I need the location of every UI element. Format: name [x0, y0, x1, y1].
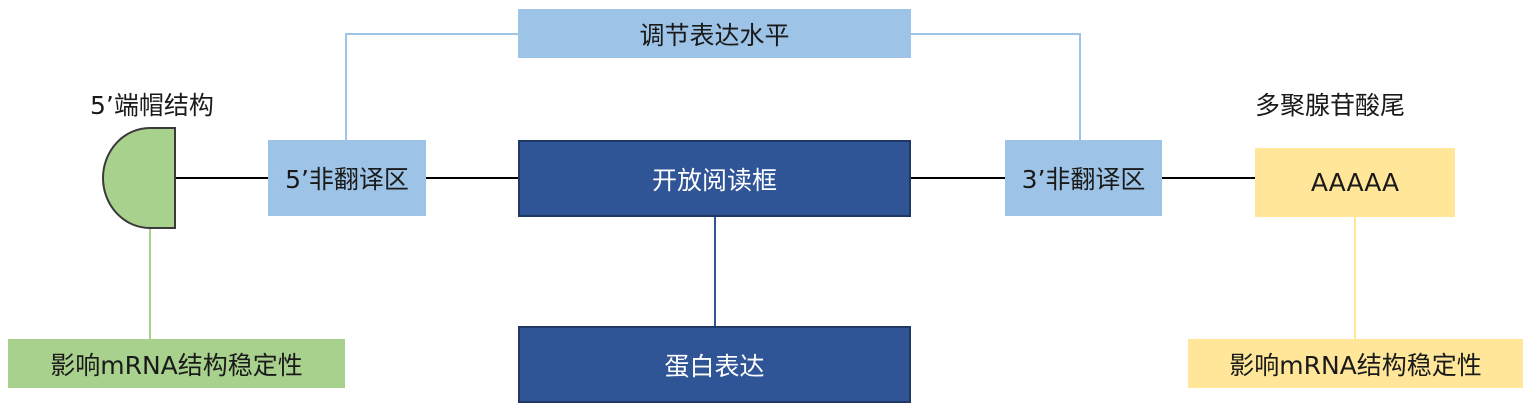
utr5-label: 5’非翻译区 [285, 165, 409, 194]
cap-shape [102, 127, 176, 229]
cap-label: 5’端帽结构 [90, 91, 214, 120]
regulation-box: 调节表达水平 [518, 9, 911, 58]
polya-box: AAAAA [1255, 148, 1455, 217]
regulation-label: 调节表达水平 [639, 20, 790, 50]
polya-label: 多聚腺苷酸尾 [1255, 91, 1406, 120]
protein-label: 蛋白表达 [664, 351, 765, 381]
utr3-label: 3’非翻译区 [1021, 165, 1146, 194]
regulation-connector [345, 33, 518, 140]
stability-box-left: 影响mRNA结构稳定性 [8, 339, 345, 388]
protein-box: 蛋白表达 [518, 326, 911, 403]
stability-label-right: 影响mRNA结构稳定性 [1229, 350, 1482, 380]
utr3-box: 3’非翻译区 [1005, 140, 1162, 216]
orf-box: 开放阅读框 [518, 140, 911, 217]
stability-box-right: 影响mRNA结构稳定性 [1188, 339, 1523, 388]
utr5-box: 5’非翻译区 [268, 140, 426, 216]
orf-label: 开放阅读框 [651, 165, 777, 195]
stability-label-left: 影响mRNA结构稳定性 [50, 350, 303, 380]
polya-sequence: AAAAA [1310, 168, 1400, 197]
regulation-connector-right [911, 33, 1081, 140]
